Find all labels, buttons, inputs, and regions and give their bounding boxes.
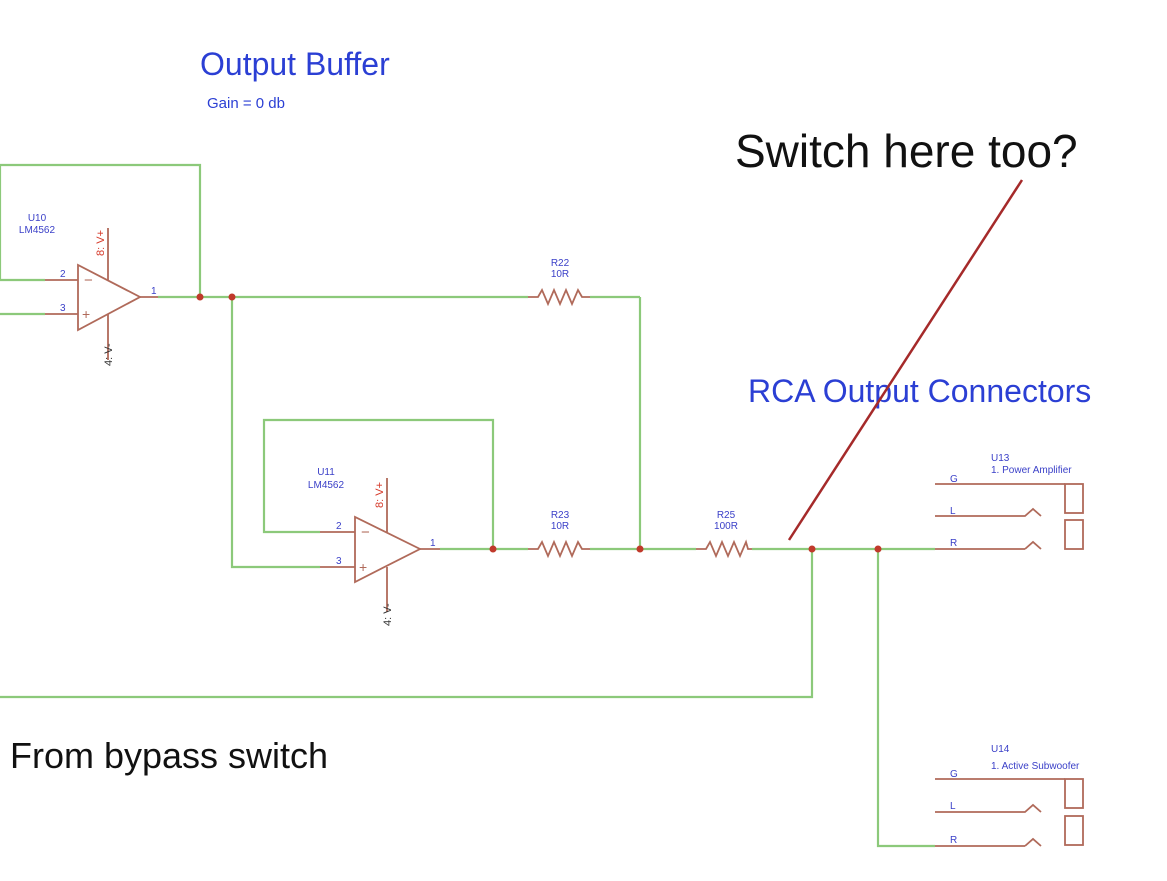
svg-text:+: + xyxy=(82,306,90,322)
opamp-u10: − + U10 LM4562 2 3 1 8: V+ 4: V- xyxy=(19,213,158,366)
u11-pin-1: 1 xyxy=(430,538,436,549)
junction-dot xyxy=(808,545,816,553)
opamp-u10-symbol xyxy=(77,263,142,332)
resistor-r23: R23 10R xyxy=(528,510,590,559)
u10-pin-1: 1 xyxy=(151,286,157,297)
u11-feedback-wire xyxy=(262,418,495,549)
gain-label: Gain = 0 db xyxy=(207,95,285,112)
u10-pin-3: 3 xyxy=(60,303,66,314)
r23-value: 10R xyxy=(551,521,569,532)
connector-u14: U14 1. Active Subwoofer G L R xyxy=(935,744,1084,847)
u10-feedback-wire xyxy=(0,163,202,297)
r22-ref: R22 xyxy=(551,258,570,269)
u11-vminus: 4: V- xyxy=(382,603,394,626)
junction-dot xyxy=(196,293,204,301)
u13-pin-r: R xyxy=(950,538,957,549)
u14-ref: U14 xyxy=(991,744,1010,755)
u11-input-wire xyxy=(230,297,320,569)
u10-vminus: 4: V- xyxy=(103,343,115,366)
u10-vplus: 8: V+ xyxy=(95,230,107,256)
junction-dot xyxy=(636,545,644,553)
wires xyxy=(0,163,935,848)
r25-ref: R25 xyxy=(717,510,736,521)
switch-here-note: Switch here too? xyxy=(735,125,1078,177)
u13-name: 1. Power Amplifier xyxy=(991,465,1072,476)
r23-ref: R23 xyxy=(551,510,570,521)
junctions xyxy=(196,293,882,553)
junction-dot xyxy=(874,545,882,553)
opamp-u11: − + U11 LM4562 2 3 1 8: V+ 4: V- xyxy=(308,467,440,626)
u11-pin-2: 2 xyxy=(336,521,342,532)
u11-part: LM4562 xyxy=(308,480,345,491)
resistor-r22: R22 10R xyxy=(528,258,590,307)
u13-pin-g: G xyxy=(950,474,958,485)
u10-part: LM4562 xyxy=(19,225,56,236)
u11-vplus: 8: V+ xyxy=(374,482,386,508)
svg-text:+: + xyxy=(359,559,367,575)
u10-ref: U10 xyxy=(28,213,47,224)
svg-text:−: − xyxy=(84,272,93,289)
u13-pin-l: L xyxy=(950,506,956,517)
resistor-r25: R25 100R xyxy=(696,510,752,559)
annotation-arrow xyxy=(787,179,1024,541)
resistor-r22-symbol xyxy=(528,287,590,307)
u14-pin-l: L xyxy=(950,801,956,812)
subwoofer-feed-wire xyxy=(876,549,935,848)
u14-name: 1. Active Subwoofer xyxy=(991,761,1080,772)
connector-u13: U13 1. Power Amplifier G L R xyxy=(935,453,1084,550)
resistor-r23-symbol xyxy=(528,539,590,559)
r25-value: 100R xyxy=(714,521,738,532)
bypass-wire xyxy=(0,549,814,699)
junction-dot xyxy=(228,293,236,301)
opamp-u11-symbol xyxy=(354,515,423,584)
u14-pin-r: R xyxy=(950,835,957,846)
rca-connectors-title: RCA Output Connectors xyxy=(748,373,1091,409)
bypass-note: From bypass switch xyxy=(10,735,328,776)
u13-ref: U13 xyxy=(991,453,1010,464)
r22-value: 10R xyxy=(551,269,569,280)
u10-pin-2: 2 xyxy=(60,269,66,280)
u11-ref: U11 xyxy=(317,467,335,478)
svg-text:−: − xyxy=(361,524,370,541)
junction-dot xyxy=(489,545,497,553)
output-buffer-title: Output Buffer xyxy=(200,46,390,82)
resistor-r25-symbol xyxy=(696,539,752,559)
u11-pin-3: 3 xyxy=(336,556,342,567)
u14-pin-g: G xyxy=(950,769,958,780)
